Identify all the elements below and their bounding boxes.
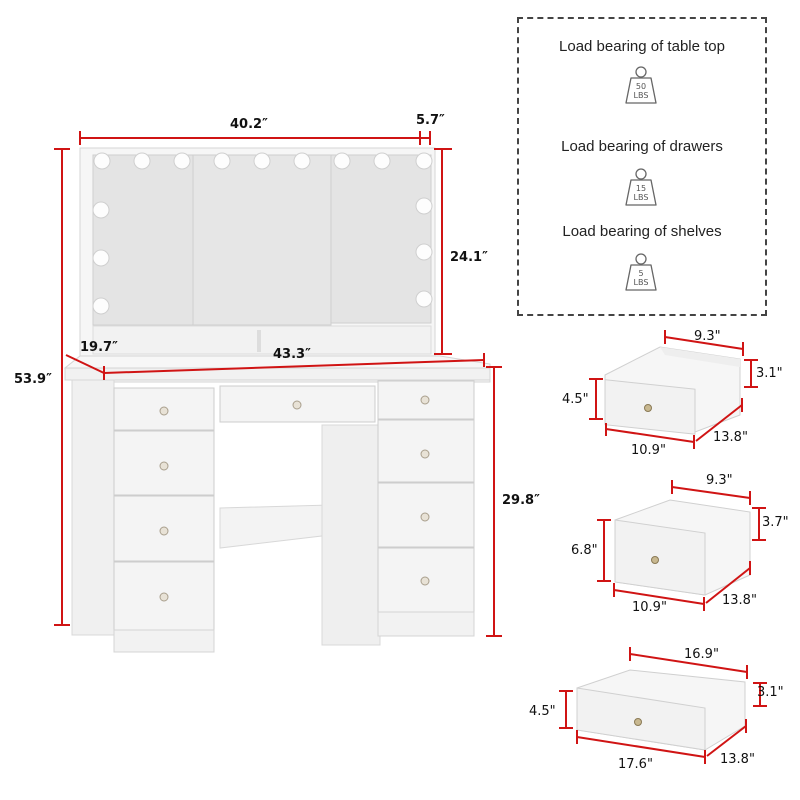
desk-height-label: 29.8″ [502, 493, 540, 508]
weight-value: 50 [635, 82, 647, 91]
front-width-label: 17.6" [618, 757, 653, 772]
load-label-drawers: Load bearing of drawers [561, 138, 723, 155]
desk-depth-label: 19.7″ [80, 340, 118, 355]
front-height-label: 4.5" [529, 704, 556, 719]
load-label-shelves: Load bearing of shelves [562, 223, 722, 240]
depth-label: 13.8" [720, 752, 755, 767]
depth-label: 13.8" [722, 593, 757, 608]
drawer-detail-large: 9.3" 3.7" 6.8" 10.9" 13.8" [560, 465, 800, 615]
load-label-table-top: Load bearing of table top [559, 38, 725, 55]
front-height-label: 6.8" [571, 543, 598, 558]
vanity-drawing [54, 131, 502, 653]
total-height-label: 53.9″ [14, 372, 52, 387]
drawer-detail-center: 16.9" 3.1" 4.5" 17.6" 13.8" [529, 630, 800, 800]
side-height-label: 3.1" [756, 366, 783, 381]
front-height-label: 4.5" [562, 392, 589, 407]
back-width-label: 9.3" [694, 329, 721, 344]
weight-value: 15 [635, 184, 647, 193]
vanity-illustration: 40.2″ 5.7″ 24.1″ 53.9″ 19.7″ 43.3″ 29.8″ [14, 113, 540, 653]
side-height-label: 3.7" [762, 515, 789, 530]
drawer-detail-small: 9.3" 3.1" 4.5" 10.9" 13.8" [560, 325, 800, 465]
front-width-label: 10.9" [631, 443, 666, 458]
weight-unit: LBS [633, 278, 649, 287]
side-height-label: 3.1" [757, 685, 784, 700]
weight-unit: LBS [633, 193, 649, 202]
mirror-height-label: 24.1″ [450, 250, 488, 265]
back-width-label: 16.9" [684, 647, 719, 662]
depth-label: 13.8" [713, 430, 748, 445]
weight-unit: LBS [633, 91, 649, 100]
mirror-width-label: 40.2″ [230, 117, 268, 132]
desk-width-label: 43.3″ [273, 347, 311, 362]
front-width-label: 10.9" [632, 600, 667, 615]
weight-value: 5 [638, 269, 644, 278]
back-width-label: 9.3" [706, 473, 733, 488]
side-depth-label: 5.7″ [416, 113, 445, 128]
